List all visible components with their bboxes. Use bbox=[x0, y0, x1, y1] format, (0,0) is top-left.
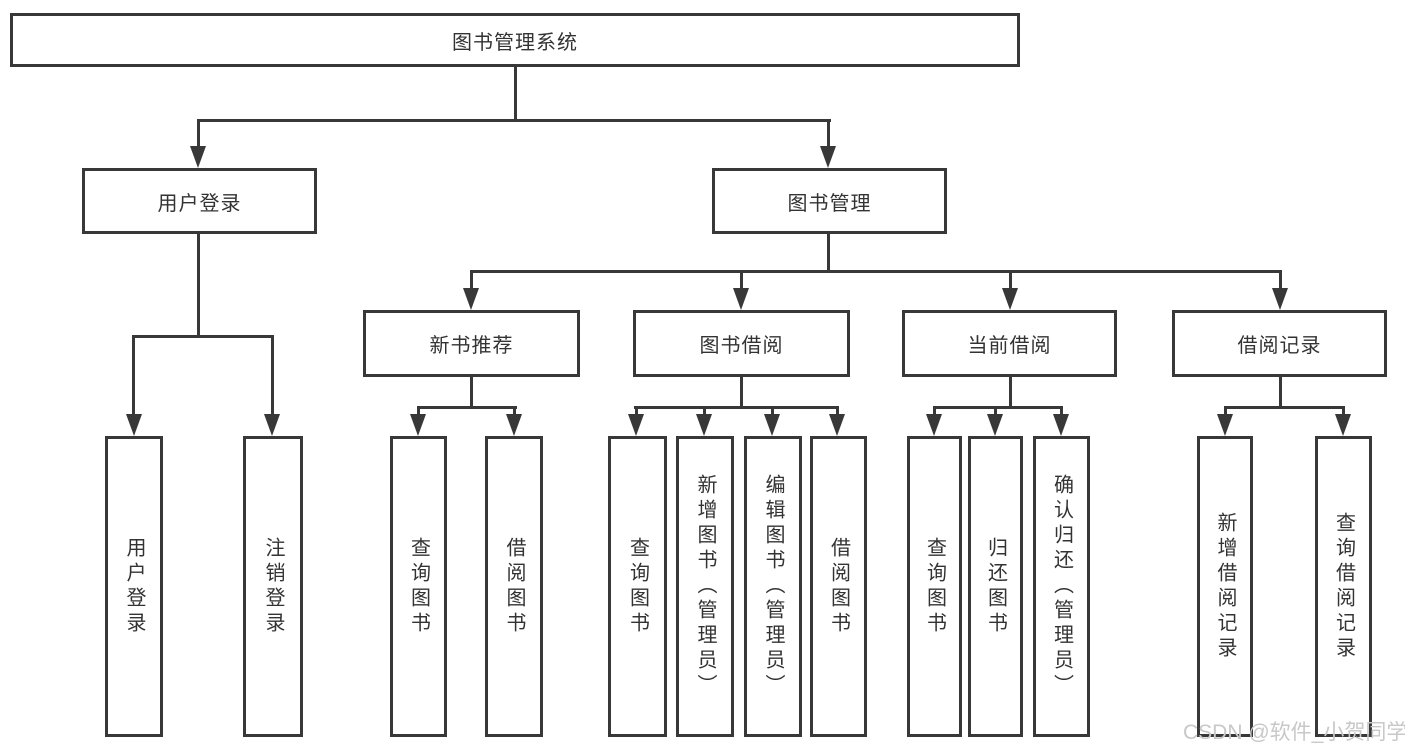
arrow-down-icon bbox=[1335, 414, 1351, 436]
leaf-query-books-recommend-label: 查询图书 bbox=[407, 536, 430, 637]
leaf-add-borrow-record: 新增借阅记录 bbox=[1197, 436, 1253, 737]
leaf-confirm-return-admin: 确认归还（管理员） bbox=[1033, 436, 1090, 737]
connector-level1-horizontal bbox=[197, 119, 831, 122]
arrow-down-icon bbox=[1053, 414, 1069, 436]
connector-stub bbox=[740, 270, 743, 292]
node-borrow-records: 借阅记录 bbox=[1172, 310, 1387, 377]
leaf-edit-books-admin: 编辑图书（管理员） bbox=[744, 436, 802, 737]
connector-stub bbox=[132, 335, 135, 418]
connector-book-mgmt-stem bbox=[827, 234, 830, 273]
node-library-system: 图书管理系统 bbox=[10, 13, 1020, 67]
connector-borrowing-horizontal bbox=[634, 406, 839, 409]
node-new-book-recommend: 新书推荐 bbox=[363, 310, 580, 377]
leaf-borrow-books-recommend-label: 借阅图书 bbox=[503, 536, 525, 637]
arrow-down-icon bbox=[820, 146, 836, 168]
connector-current-stem bbox=[1009, 377, 1012, 409]
leaf-borrow-books-label: 借阅图书 bbox=[827, 536, 850, 637]
node-borrow-records-label: 借阅记录 bbox=[1237, 335, 1322, 357]
leaf-query-borrow-record: 查询借阅记录 bbox=[1315, 436, 1372, 737]
leaf-borrow-books-recommend: 借阅图书 bbox=[485, 436, 543, 737]
connector-recommend-horizontal bbox=[417, 406, 517, 409]
leaf-query-books-current: 查询图书 bbox=[907, 436, 962, 737]
node-book-borrowing-label: 图书借阅 bbox=[699, 335, 784, 357]
node-current-borrowing-label: 当前借阅 bbox=[967, 335, 1052, 357]
leaf-query-borrow-record-label: 查询借阅记录 bbox=[1332, 511, 1355, 662]
leaf-logout-label: 注销登录 bbox=[262, 536, 284, 637]
arrow-down-icon bbox=[764, 414, 780, 436]
connector-recommend-stem bbox=[470, 377, 473, 409]
leaf-query-books-borrowing-label: 查询图书 bbox=[626, 536, 649, 637]
leaf-query-books-borrowing: 查询图书 bbox=[608, 436, 667, 737]
leaf-return-books: 归还图书 bbox=[968, 436, 1023, 737]
connector-user-login-stem bbox=[197, 234, 200, 338]
arrow-down-icon bbox=[506, 414, 522, 436]
arrow-down-icon bbox=[733, 288, 749, 310]
arrow-down-icon bbox=[190, 146, 206, 168]
node-library-system-label: 图书管理系统 bbox=[452, 31, 578, 54]
arrow-down-icon bbox=[987, 414, 1003, 436]
leaf-add-books-admin: 新增图书（管理员） bbox=[676, 436, 734, 737]
leaf-return-books-label: 归还图书 bbox=[984, 536, 1007, 637]
arrow-down-icon bbox=[926, 414, 942, 436]
connector-root-stem bbox=[514, 67, 517, 121]
leaf-user-login: 用户登录 bbox=[105, 436, 163, 737]
connector-current-horizontal bbox=[933, 406, 1063, 409]
connector-stub bbox=[197, 119, 200, 150]
connector-stub bbox=[470, 270, 473, 292]
leaf-query-books-current-label: 查询图书 bbox=[923, 536, 946, 637]
leaf-add-books-admin-label: 新增图书（管理员） bbox=[694, 474, 716, 699]
arrow-down-icon bbox=[1272, 288, 1288, 310]
connector-stub bbox=[271, 335, 274, 418]
node-new-book-recommend-label: 新书推荐 bbox=[429, 335, 514, 357]
arrow-down-icon bbox=[628, 414, 644, 436]
csdn-watermark: CSDN @软件_小贺同学 bbox=[1183, 721, 1405, 744]
leaf-confirm-return-admin-label: 确认归还（管理员） bbox=[1050, 474, 1073, 699]
leaf-logout: 注销登录 bbox=[243, 436, 303, 737]
connector-borrowing-stem bbox=[740, 377, 743, 409]
arrow-down-icon bbox=[126, 414, 142, 436]
leaf-user-login-label: 用户登录 bbox=[123, 536, 145, 637]
connector-records-horizontal bbox=[1224, 406, 1345, 409]
arrow-down-icon bbox=[264, 414, 280, 436]
connector-stub bbox=[1279, 270, 1282, 292]
leaf-borrow-books: 借阅图书 bbox=[810, 436, 867, 737]
node-user-login: 用户登录 bbox=[82, 168, 317, 234]
node-book-management-label: 图书管理 bbox=[787, 192, 872, 215]
connector-stub bbox=[827, 119, 830, 150]
arrow-down-icon bbox=[696, 414, 712, 436]
arrow-down-icon bbox=[463, 288, 479, 310]
connector-stub bbox=[1009, 270, 1012, 292]
leaf-add-borrow-record-label: 新增借阅记录 bbox=[1214, 511, 1236, 662]
node-user-login-label: 用户登录 bbox=[157, 192, 242, 215]
leaf-edit-books-admin-label: 编辑图书（管理员） bbox=[762, 474, 784, 699]
node-book-borrowing: 图书借阅 bbox=[633, 310, 850, 377]
connector-records-stem bbox=[1279, 377, 1282, 409]
leaf-query-books-recommend: 查询图书 bbox=[390, 436, 447, 737]
arrow-down-icon bbox=[1002, 288, 1018, 310]
arrow-down-icon bbox=[829, 414, 845, 436]
connector-book-mgmt-horizontal bbox=[470, 270, 1282, 273]
node-book-management: 图书管理 bbox=[712, 168, 947, 234]
arrow-down-icon bbox=[1217, 414, 1233, 436]
node-current-borrowing: 当前借阅 bbox=[902, 310, 1117, 377]
connector-user-login-horizontal bbox=[132, 335, 274, 338]
arrow-down-icon bbox=[410, 414, 426, 436]
